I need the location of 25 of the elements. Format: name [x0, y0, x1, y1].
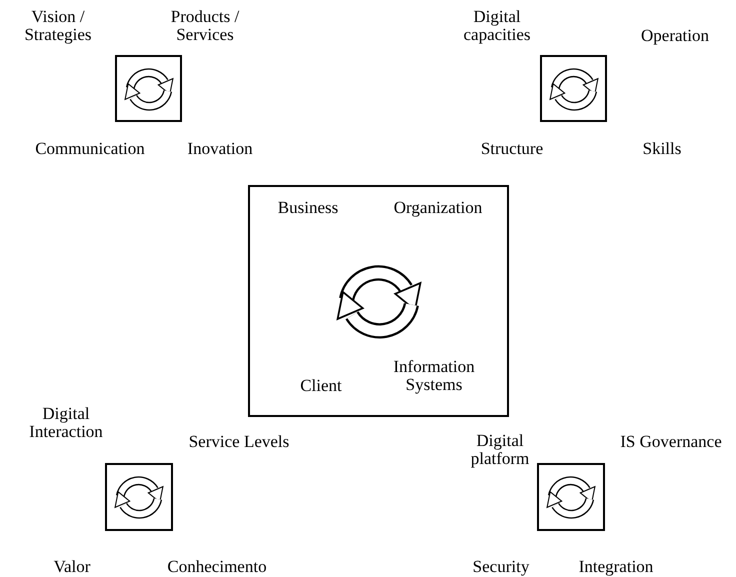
box-label: Organization: [392, 199, 484, 217]
box-label: Client: [299, 377, 343, 395]
box-frame: [537, 463, 605, 531]
side-label: Conhecimento: [166, 558, 268, 576]
side-label: Products / Services: [170, 8, 240, 44]
side-label: Digital capacities: [462, 8, 532, 44]
side-label: Service Levels: [188, 433, 290, 451]
box-label: Information Systems: [392, 358, 476, 394]
side-label: Integration: [578, 558, 654, 576]
side-label: Skills: [642, 140, 682, 158]
side-label: Security: [472, 558, 530, 576]
box-frame: [105, 463, 173, 531]
side-label: Structure: [480, 140, 544, 158]
side-label: Digital platform: [470, 432, 530, 468]
box-label: Business: [276, 199, 340, 217]
side-label: Communication: [34, 140, 146, 158]
concept-box: [248, 185, 509, 417]
side-label: Vision / Strategies: [23, 8, 93, 44]
side-label: Valor: [52, 558, 92, 576]
side-label: IS Governance: [619, 433, 723, 451]
box-frame: [115, 55, 182, 122]
side-label: Operation: [640, 27, 710, 45]
side-label: Digital Interaction: [28, 405, 104, 441]
side-label: Inovation: [186, 140, 254, 158]
box-frame: [540, 55, 607, 122]
